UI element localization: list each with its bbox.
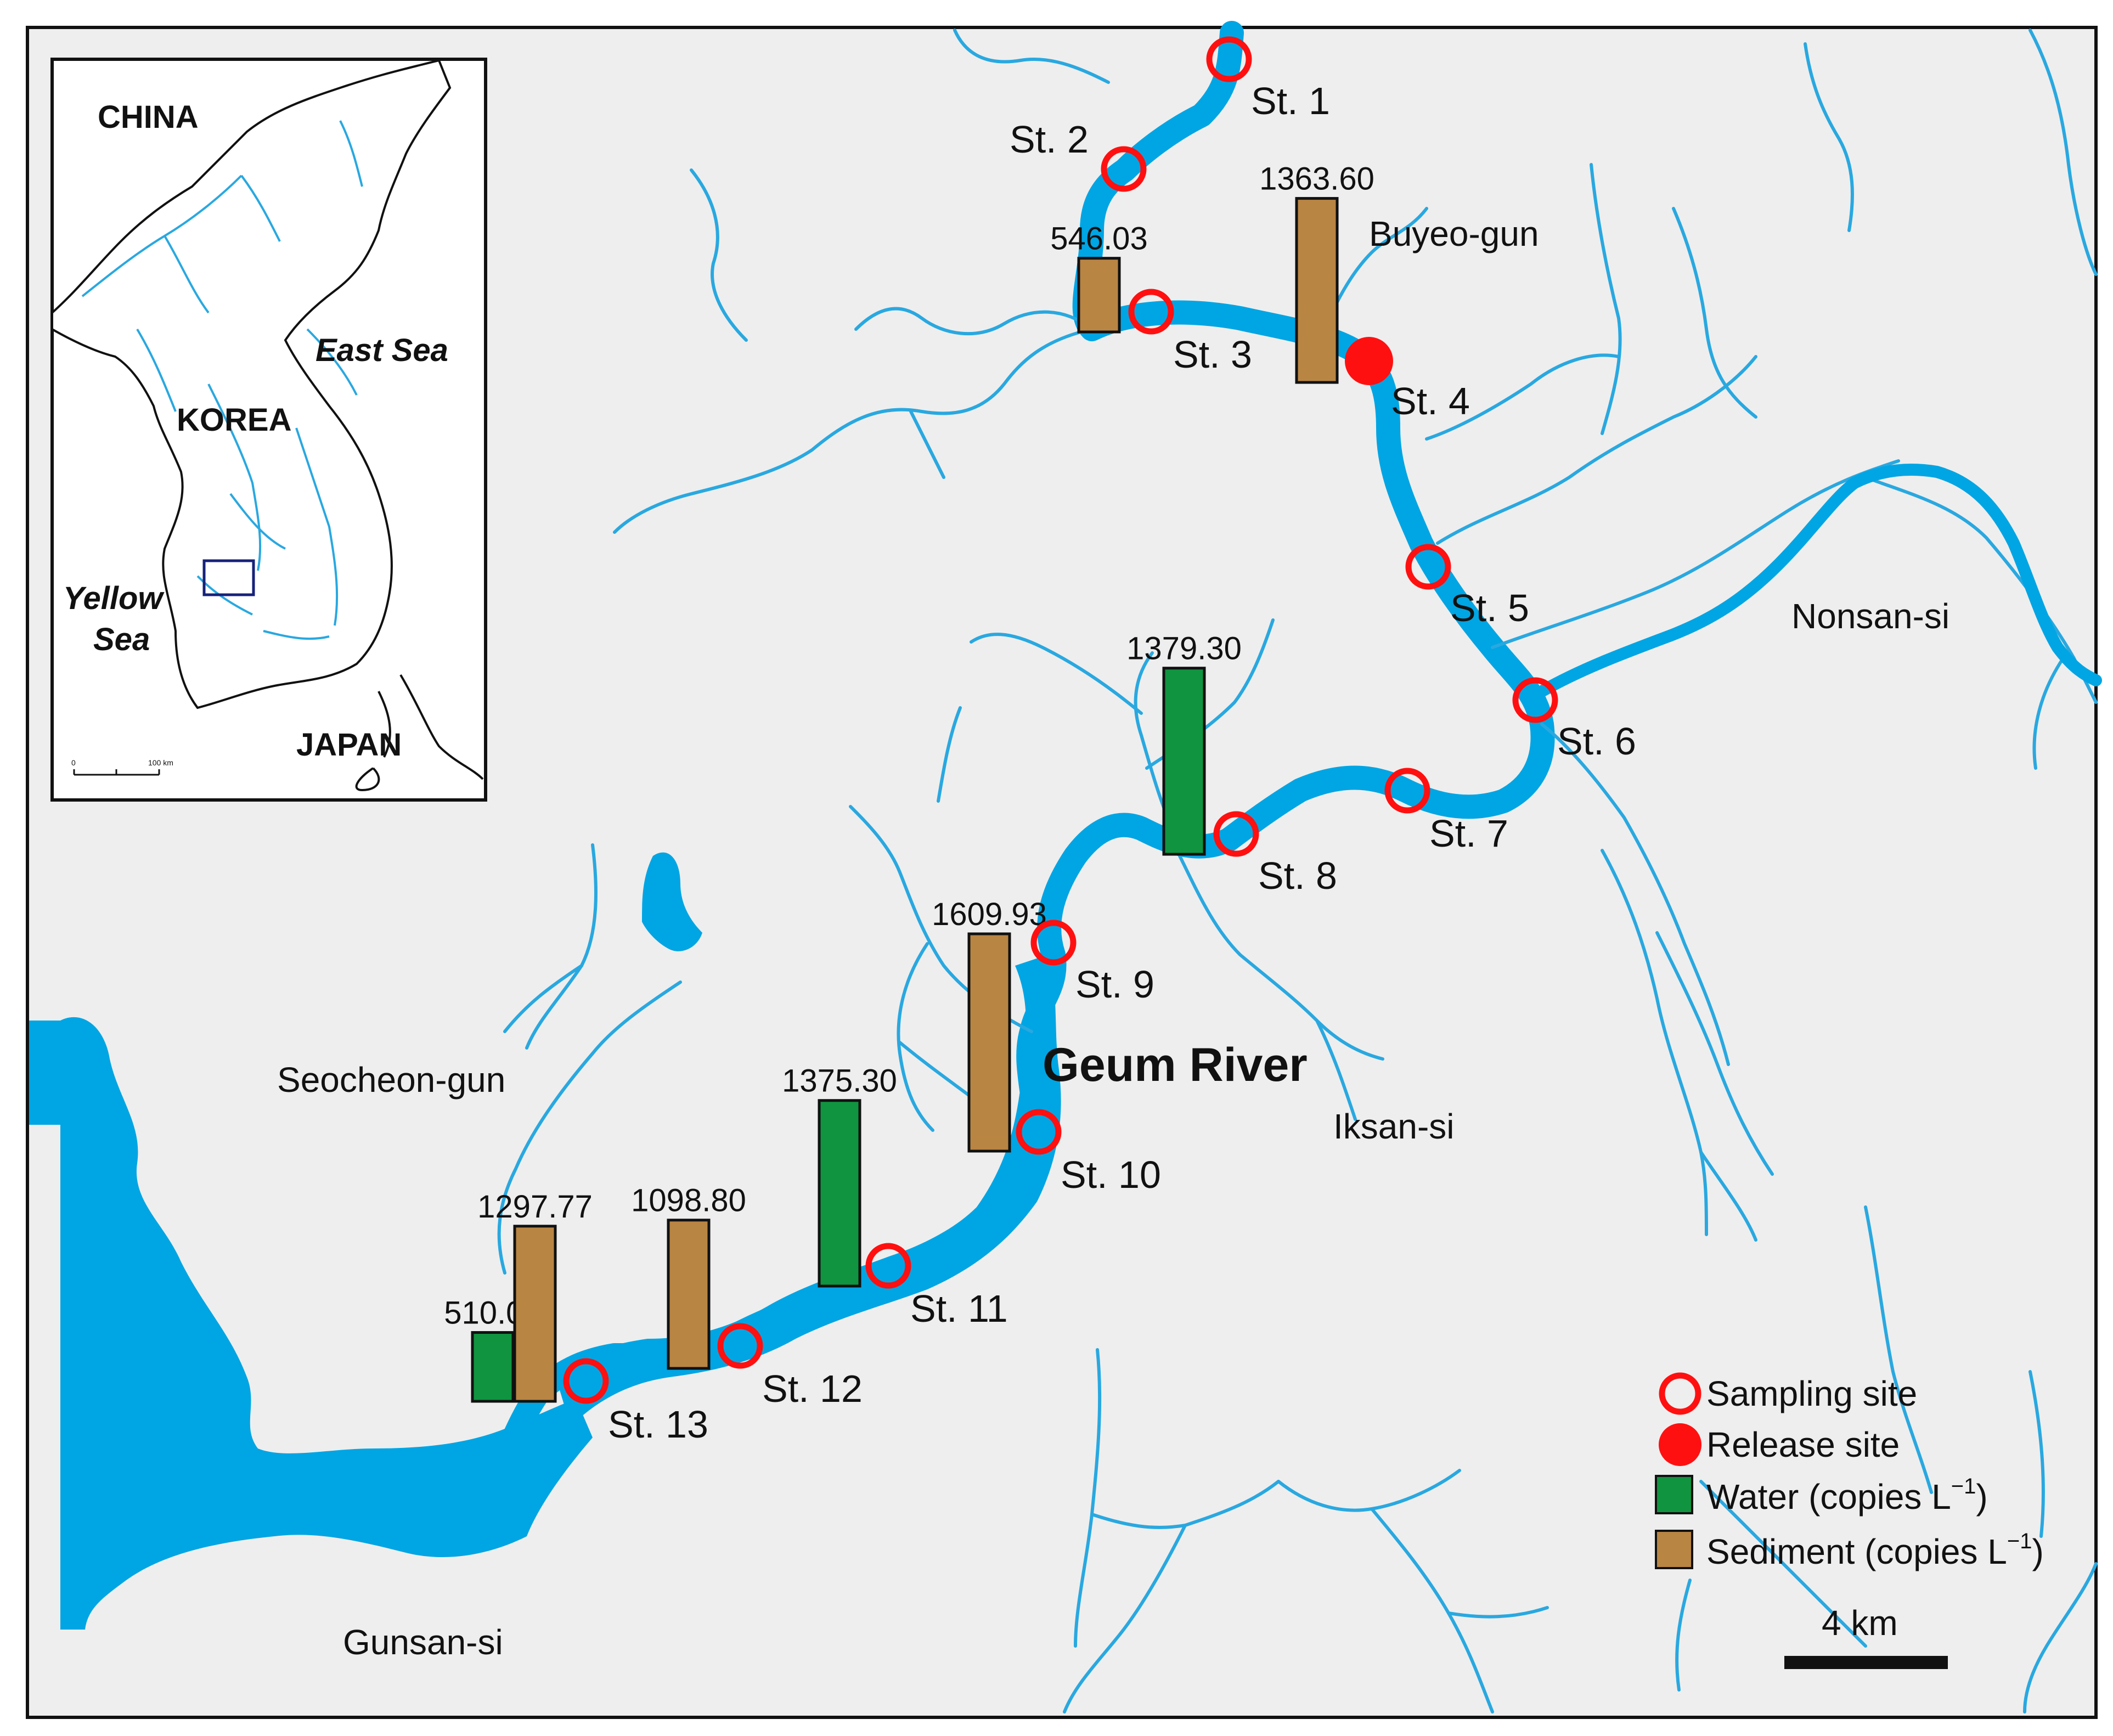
station-label-st1: St. 1 bbox=[1251, 80, 1330, 122]
sampling-site-marker-st8 bbox=[1213, 811, 1259, 857]
station-markers: St. 1 St. 2 St. 3 St. 4 St. 5 St. 6 St. 7 St. 8… bbox=[563, 36, 1636, 1446]
sampling-site-marker-st1 bbox=[1206, 36, 1252, 82]
sampling-site-marker-st5 bbox=[1405, 544, 1451, 590]
scale-bar-label: 4 km bbox=[1822, 1603, 1898, 1643]
bar-value-label-sediment-12: 1098.80 bbox=[631, 1183, 746, 1219]
legend-sampling-symbol bbox=[1659, 1372, 1701, 1415]
station-label-st8: St. 8 bbox=[1258, 854, 1337, 897]
place-label-gunsan-si: Gunsan-si bbox=[343, 1622, 503, 1662]
station-label-st12: St. 12 bbox=[762, 1367, 863, 1410]
sampling-site-marker-st6 bbox=[1512, 677, 1558, 723]
bar-value-label-sediment-4: 1363.60 bbox=[1259, 161, 1374, 197]
inset-label-japan: JAPAN bbox=[296, 727, 402, 763]
place-label-seocheon-gun: Seocheon-gun bbox=[277, 1060, 505, 1100]
station-label-st2: St. 2 bbox=[1010, 118, 1089, 161]
inset-scale-end: 100 km bbox=[148, 758, 173, 767]
pond bbox=[642, 852, 702, 951]
place-label-nonsan-si: Nonsan-si bbox=[1791, 596, 1949, 636]
bar-water-8 bbox=[1162, 667, 1206, 856]
place-label-iksan-si: Iksan-si bbox=[1333, 1107, 1455, 1146]
station-label-st6: St. 6 bbox=[1557, 720, 1636, 763]
bar-value-label-sediment-13: 1297.77 bbox=[477, 1189, 593, 1225]
legend-water-symbol bbox=[1655, 1475, 1693, 1514]
bar-sediment-4 bbox=[1295, 197, 1339, 384]
legend-sediment-symbol bbox=[1655, 1530, 1693, 1569]
legend-sediment-label: Sediment (copies L−1) bbox=[1706, 1529, 2044, 1571]
bar-sediment-3 bbox=[1077, 257, 1121, 334]
bar-sediment-12 bbox=[667, 1219, 711, 1370]
inset-label-sea: Sea bbox=[93, 622, 150, 657]
inset-study-area-box bbox=[202, 559, 255, 596]
bar-sediment-13 bbox=[513, 1225, 557, 1403]
station-label-st11: St. 11 bbox=[910, 1287, 1008, 1330]
sampling-site-marker-st3 bbox=[1128, 289, 1174, 335]
station-label-st4: St. 4 bbox=[1391, 380, 1470, 422]
scale-bar-line bbox=[1784, 1656, 1948, 1669]
bar-value-label-water-8: 1379.30 bbox=[1126, 631, 1242, 667]
bar-sediment-10 bbox=[967, 932, 1011, 1153]
inset-japan-coast bbox=[355, 674, 484, 792]
sampling-site-marker-st12 bbox=[717, 1323, 763, 1369]
bar-water-13 bbox=[471, 1331, 515, 1403]
sampling-site-marker-st2 bbox=[1101, 146, 1147, 192]
legend-release-label: Release site bbox=[1706, 1425, 1900, 1464]
legend-sampling-label: Sampling site bbox=[1706, 1374, 1917, 1413]
sampling-site-marker-st9 bbox=[1030, 920, 1077, 966]
station-label-st3: St. 3 bbox=[1173, 333, 1252, 376]
station-label-st13: St. 13 bbox=[608, 1403, 708, 1446]
concentration-bars: 546.03 1363.60 1379.30 1609.93 1375.30 1098.8… bbox=[444, 161, 1374, 1403]
legend: Sampling site Release site Water (copies… bbox=[1655, 1372, 2044, 1571]
sampling-site-marker-st11 bbox=[865, 1243, 911, 1289]
bar-water-11 bbox=[818, 1099, 861, 1288]
inset-scale-start: 0 bbox=[71, 758, 76, 767]
sampling-site-marker-st13 bbox=[563, 1358, 609, 1404]
sea-area bbox=[29, 1017, 593, 1630]
station-label-st9: St. 9 bbox=[1075, 963, 1154, 1006]
bar-value-label-water-11: 1375.30 bbox=[782, 1063, 897, 1099]
inset-locator-map: CHINA KOREA JAPAN East Sea Yellow Sea 0 … bbox=[50, 58, 487, 802]
tributaries bbox=[497, 29, 2098, 1714]
station-label-st5: St. 5 bbox=[1450, 587, 1529, 629]
bar-value-label-sediment-10: 1609.93 bbox=[932, 897, 1047, 932]
legend-water-label: Water (copies L−1) bbox=[1706, 1474, 1988, 1517]
station-label-st7: St. 7 bbox=[1429, 812, 1508, 855]
place-label-buyeo-gun: Buyeo-gun bbox=[1369, 214, 1539, 253]
inset-label-yellow: Yellow bbox=[63, 580, 165, 616]
river-name-label: Geum River bbox=[1043, 1039, 1308, 1091]
bar-value-label-sediment-3: 546.03 bbox=[1050, 221, 1147, 257]
scale-bar: 4 km bbox=[1784, 1603, 1948, 1669]
release-site-marker-st4 bbox=[1345, 337, 1393, 385]
inset-label-east-sea: East Sea bbox=[315, 332, 448, 368]
sampling-site-marker-st7 bbox=[1384, 768, 1430, 814]
inset-rivers bbox=[81, 120, 363, 640]
sampling-site-marker-st10 bbox=[1016, 1109, 1062, 1155]
nonsan-tributary bbox=[1536, 464, 2102, 697]
inset-label-china: CHINA bbox=[98, 99, 199, 135]
inset-landmass bbox=[51, 59, 452, 709]
legend-release-symbol bbox=[1659, 1423, 1701, 1466]
inset-label-korea: KOREA bbox=[177, 402, 291, 438]
station-label-st10: St. 10 bbox=[1061, 1153, 1161, 1196]
